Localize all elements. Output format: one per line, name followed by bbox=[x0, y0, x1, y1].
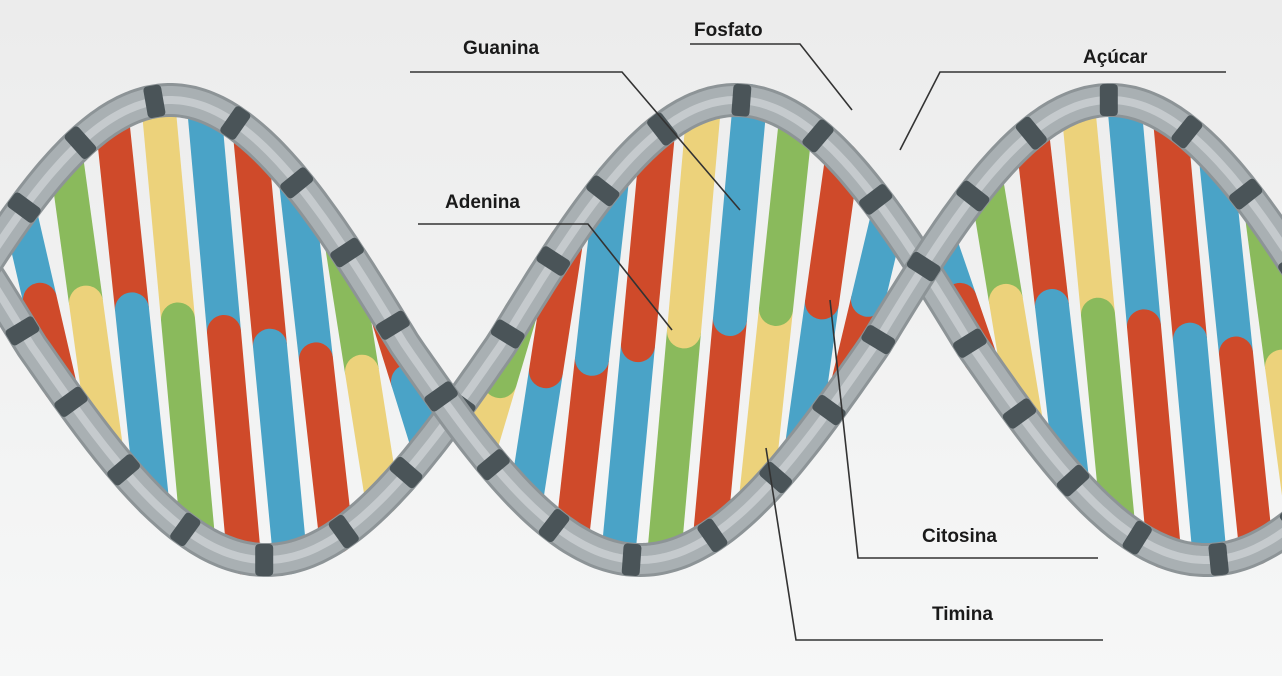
phosphate-group bbox=[255, 544, 273, 576]
base-segment bbox=[1236, 354, 1256, 549]
base-segment bbox=[618, 345, 638, 558]
base-segment bbox=[316, 359, 336, 537]
phosphate-group bbox=[1100, 84, 1118, 116]
base-segment bbox=[730, 101, 750, 319]
base-segment bbox=[684, 106, 704, 332]
base-segment bbox=[776, 119, 796, 309]
base-segment bbox=[1190, 340, 1210, 560]
label-fosfato: Fosfato bbox=[694, 20, 763, 42]
label-guanina: Guanina bbox=[463, 38, 539, 60]
phosphate-group bbox=[621, 543, 641, 576]
phosphate-group bbox=[1208, 542, 1229, 576]
base-segment bbox=[224, 332, 244, 558]
base-segment bbox=[572, 359, 592, 538]
base-segment bbox=[204, 106, 224, 332]
label-citosina: Citosina bbox=[922, 526, 997, 548]
label-acucar: Açúcar bbox=[1083, 47, 1147, 69]
base-segment bbox=[1144, 326, 1164, 551]
label-timina: Timina bbox=[932, 604, 993, 626]
base-segment bbox=[112, 118, 132, 309]
base-segment bbox=[1124, 101, 1144, 326]
label-adenina: Adenina bbox=[445, 192, 520, 214]
base-segment bbox=[664, 331, 684, 557]
base-segment bbox=[1078, 106, 1098, 315]
base-segment bbox=[270, 346, 290, 558]
base-segment bbox=[1032, 133, 1052, 306]
base-segment bbox=[158, 101, 178, 320]
phosphate-group bbox=[731, 84, 751, 117]
